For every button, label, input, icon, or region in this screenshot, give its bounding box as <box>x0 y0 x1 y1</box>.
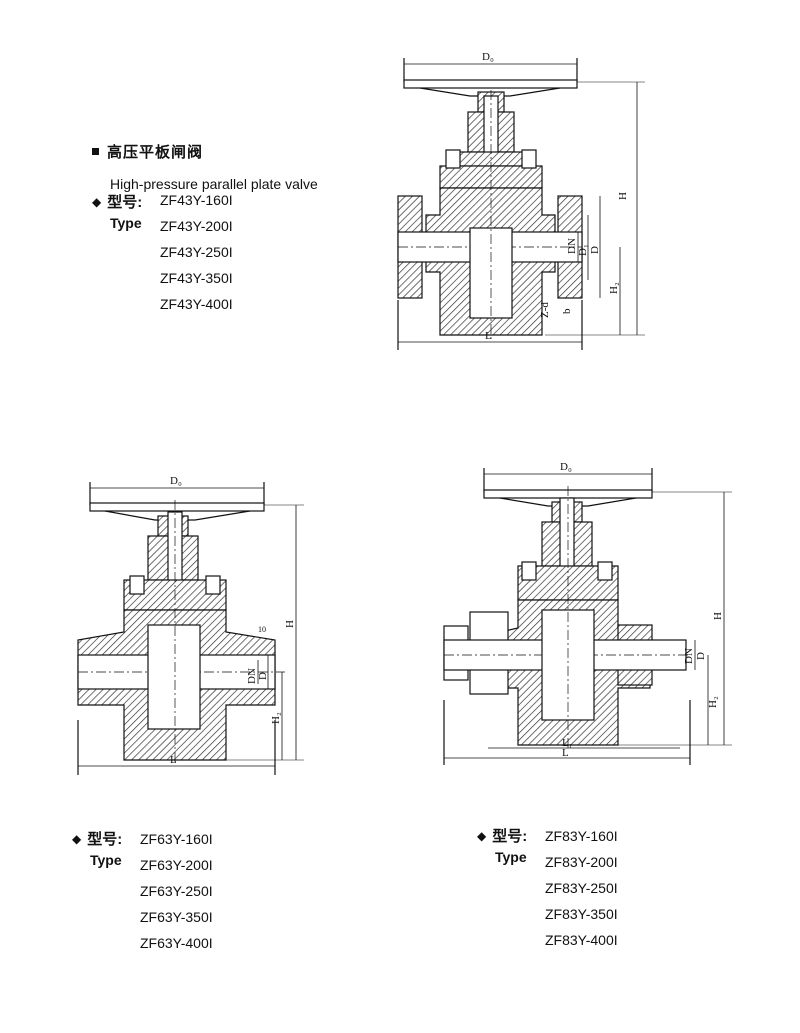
model-item: ZF63Y-350I <box>140 909 213 925</box>
dim-l: L <box>562 747 569 759</box>
model-label: 型号: <box>87 831 123 848</box>
dim-l1: L₁ <box>562 737 573 749</box>
dim-angle: 10 <box>258 625 266 634</box>
model-item: ZF43Y-250I <box>160 244 233 260</box>
model-item: ZF43Y-350I <box>160 270 233 286</box>
model-list: ZF83Y-160I ZF83Y-200I ZF83Y-250I ZF83Y-3… <box>545 823 705 953</box>
model-list: ZF43Y-160I ZF43Y-200I ZF43Y-250I ZF43Y-3… <box>160 187 320 317</box>
dim-h2: H₂ <box>608 282 620 294</box>
dim-dn: DN <box>683 648 695 664</box>
dim-h2: H₂ <box>707 696 719 708</box>
title-cn: 高压平板闸阀 <box>107 144 204 161</box>
model-group-1: ◆ 型号: Type ZF43Y-160I ZF43Y-200I ZF43Y-2… <box>92 191 233 312</box>
model-item: ZF83Y-250I <box>545 880 618 896</box>
diamond-bullet-icon: ◆ <box>477 828 487 843</box>
dim-d1: D₁ <box>577 244 589 256</box>
dim-l: L <box>170 754 177 766</box>
title-en: High-pressure parallel plate valve <box>110 176 318 192</box>
model-item: ZF83Y-400I <box>545 932 618 948</box>
model-item: ZF83Y-200I <box>545 854 618 870</box>
dim-dn: DN <box>566 238 578 254</box>
dim-d0: D₀ <box>560 461 572 473</box>
dim-d0: D₀ <box>482 51 494 63</box>
model-item: ZF43Y-200I <box>160 218 233 234</box>
model-item: ZF63Y-160I <box>140 831 213 847</box>
model-item: ZF63Y-250I <box>140 883 213 899</box>
dim-d: D <box>695 652 707 660</box>
dim-h: H <box>712 612 724 620</box>
dim-l: L <box>485 330 492 342</box>
model-item: ZF43Y-160I <box>160 192 233 208</box>
dim-d: D <box>589 246 601 254</box>
model-item: ZF63Y-200I <box>140 857 213 873</box>
dim-d: D <box>257 672 269 680</box>
model-item: ZF43Y-400I <box>160 296 233 312</box>
dim-b: b <box>561 308 573 314</box>
left-dimension-labels: D₀ H DN D H₂ 10 L <box>170 475 296 766</box>
square-bullet-icon <box>92 148 99 155</box>
right-dimension-labels: D₀ H DN D H₂ L₁ L <box>560 461 724 759</box>
dim-d0: D₀ <box>170 475 182 487</box>
dim-zd: Z-d <box>539 302 551 318</box>
model-item: ZF83Y-350I <box>545 906 618 922</box>
type-label: Type <box>110 215 142 231</box>
diamond-bullet-icon: ◆ <box>72 831 82 846</box>
dim-h: H <box>617 192 629 200</box>
title-cn-row: 高压平板闸阀 <box>92 141 318 162</box>
model-list: ZF63Y-160I ZF63Y-200I ZF63Y-250I ZF63Y-3… <box>140 826 300 956</box>
title-block: 高压平板闸阀 High-pressure parallel plate valv… <box>92 141 318 192</box>
dim-dn: DN <box>246 668 258 684</box>
model-group-2: ◆ 型号: Type ZF63Y-160I ZF63Y-200I ZF63Y-2… <box>72 828 213 951</box>
top-valve-drawing <box>397 58 645 350</box>
type-label: Type <box>90 852 122 868</box>
model-label: 型号: <box>107 194 143 211</box>
type-label: Type <box>495 849 527 865</box>
model-group-3: ◆ 型号: Type ZF83Y-160I ZF83Y-200I ZF83Y-2… <box>477 825 618 948</box>
right-valve-drawing <box>443 468 732 765</box>
model-item: ZF83Y-160I <box>545 828 618 844</box>
model-label: 型号: <box>492 828 528 845</box>
left-valve-drawing <box>77 482 304 775</box>
dim-h: H <box>284 620 296 628</box>
dim-h2: H₂ <box>270 712 282 724</box>
diamond-bullet-icon: ◆ <box>92 194 102 209</box>
top-dimension-labels: D₀ H DN D₁ D H₂ Z-d b L <box>482 51 629 342</box>
model-item: ZF63Y-400I <box>140 935 213 951</box>
